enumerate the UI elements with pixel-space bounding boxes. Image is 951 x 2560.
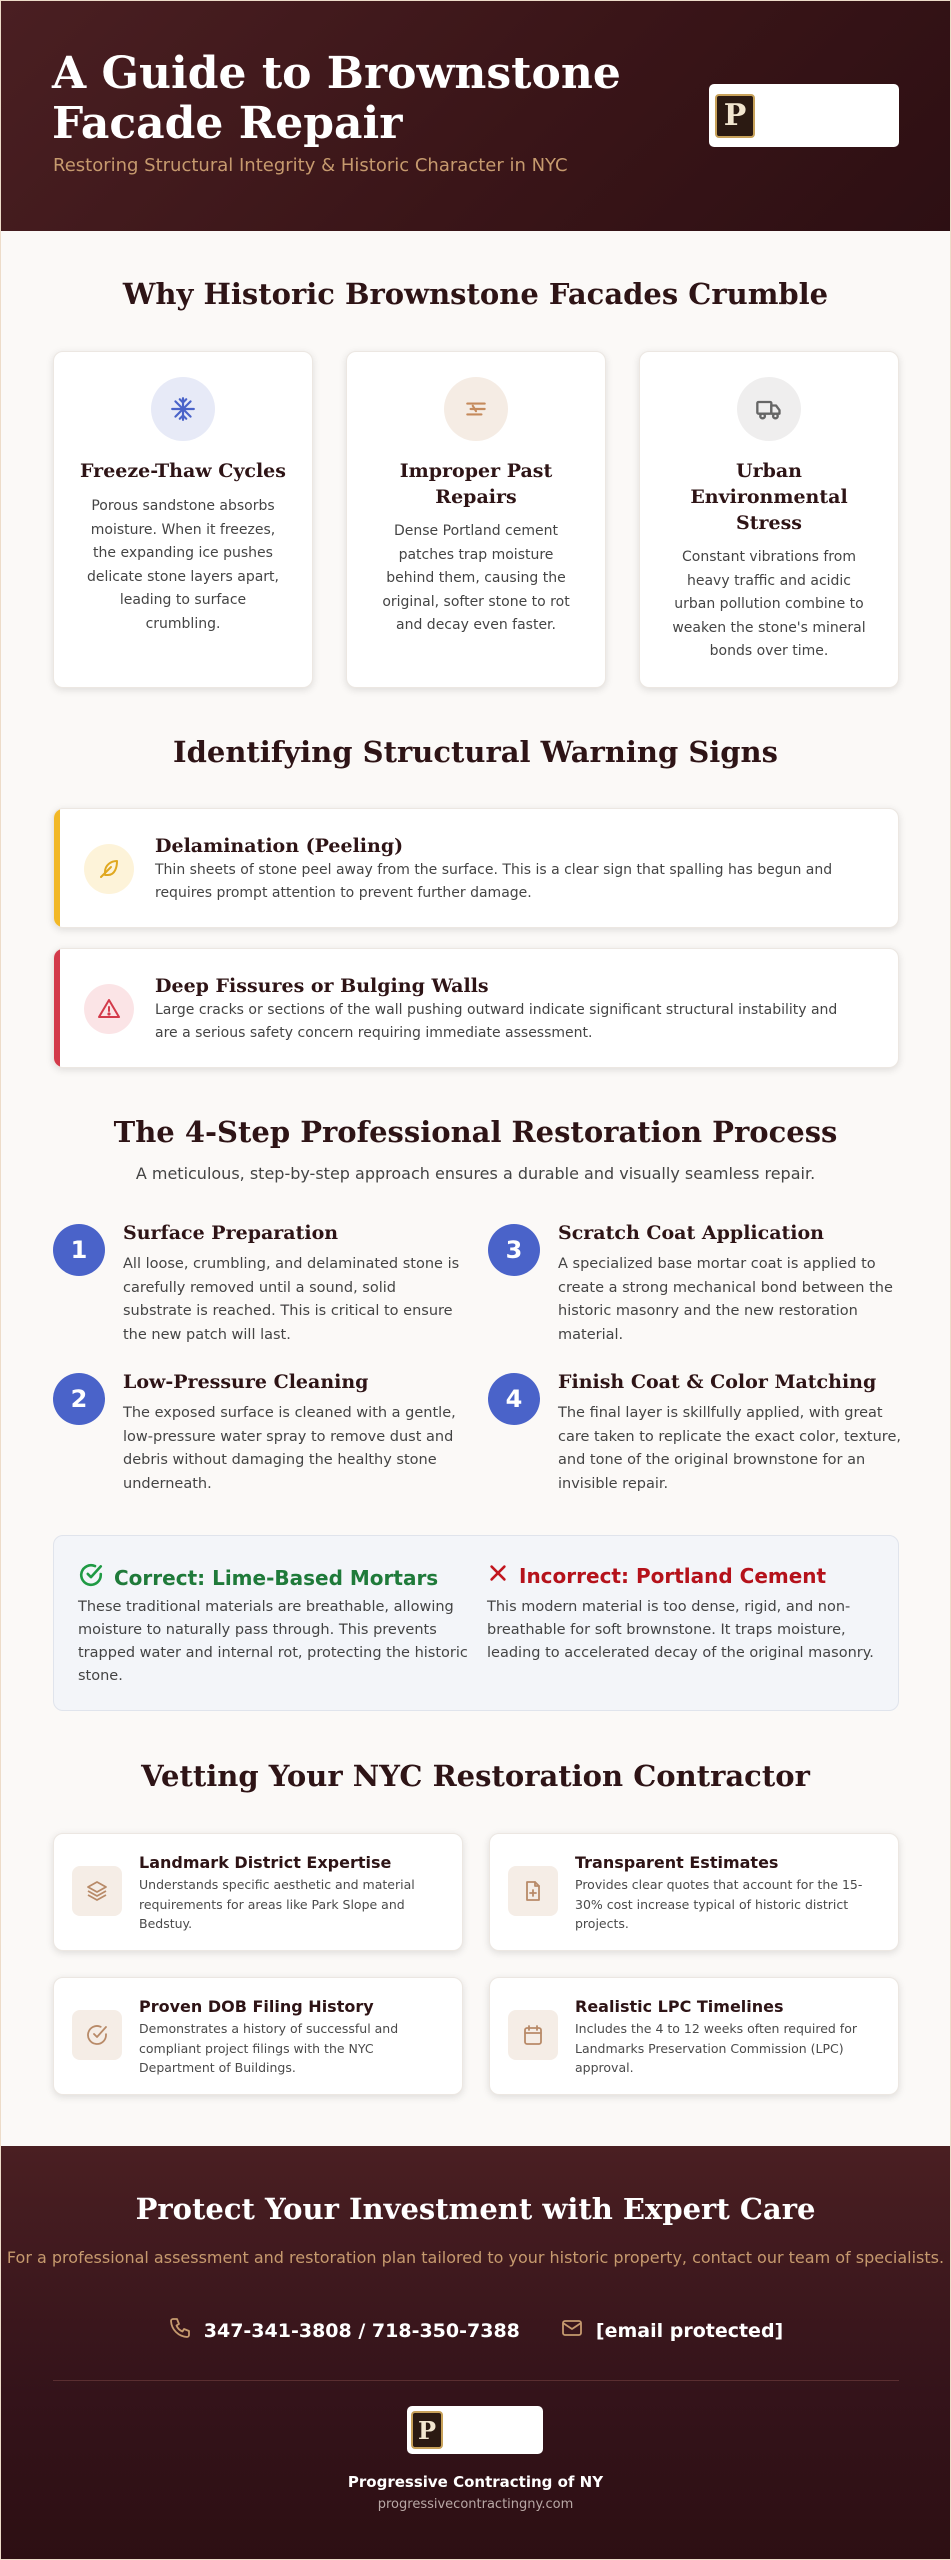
vetting-card: Realistic LPC Timelines Includes the 4 t… — [489, 1977, 899, 2095]
step-description: All loose, crumbling, and delaminated st… — [123, 1256, 460, 1343]
x-mark-icon — [487, 1562, 509, 1589]
process-intro: A meticulous, step-by-step approach ensu… — [135, 1164, 816, 1183]
page-title: A Guide to Brownstone Facade Repair — [52, 48, 621, 149]
company-name: Progressive Contracting of NY — [347, 2473, 604, 2491]
email-address: [email protected] — [595, 2319, 784, 2342]
step-number: 3 — [488, 1224, 540, 1276]
step-number: 2 — [53, 1373, 105, 1425]
company-website[interactable]: progressivecontractingny.com — [377, 2497, 574, 2512]
vetting-title: Proven DOB Filing History — [139, 1997, 374, 2016]
vetting-card: Landmark District Expertise Understands … — [53, 1833, 463, 1951]
warning-title: Delamination (Peeling) — [155, 835, 404, 857]
warning-description: Large cracks or sections of the wall pus… — [155, 1002, 838, 1041]
vetting-description: Includes the 4 to 12 weeks often require… — [575, 2021, 857, 2075]
company-logo[interactable]: P — [709, 84, 899, 147]
vetting-title: Transparent Estimates — [575, 1853, 779, 1872]
vetting-description: Provides clear quotes that account for t… — [575, 1877, 863, 1931]
mortar-comparison: Correct: Lime-Based Mortars These tradit… — [53, 1535, 899, 1711]
causes-section-title: Why Historic Brownstone Facades Crumble — [122, 277, 829, 311]
step-number: 1 — [53, 1224, 105, 1276]
phone-link[interactable]: 347-341-3808 / 718-350-7388 — [168, 2316, 520, 2345]
step-description: The exposed surface is cleaned with a ge… — [123, 1405, 456, 1492]
process-section-title: The 4-Step Professional Restoration Proc… — [113, 1115, 838, 1149]
warning-card: Delamination (Peeling) Thin sheets of st… — [53, 808, 899, 928]
check-circle-icon — [78, 1562, 104, 1593]
cause-description: Constant vibrations from heavy traffic a… — [672, 549, 866, 659]
phone-number: 347-341-3808 / 718-350-7388 — [203, 2319, 520, 2342]
warning-card: Deep Fissures or Bulging Walls Large cra… — [53, 948, 899, 1068]
vetting-title: Landmark District Expertise — [139, 1853, 392, 1872]
step-title: Surface Preparation — [123, 1222, 339, 1244]
step-title: Finish Coat & Color Matching — [558, 1371, 877, 1393]
step-description: A specialized base mortar coat is applie… — [558, 1256, 893, 1343]
layers-icon — [72, 1866, 122, 1916]
layers-bars-icon — [444, 377, 508, 441]
cause-card: Freeze-Thaw Cycles Porous sandstone abso… — [53, 351, 313, 688]
cause-title: Improper Past Repairs — [399, 460, 553, 508]
file-plus-icon — [508, 1866, 558, 1916]
step-title: Scratch Coat Application — [558, 1222, 824, 1244]
vetting-card: Proven DOB Filing History Demonstrates a… — [53, 1977, 463, 2095]
warning-title: Deep Fissures or Bulging Walls — [155, 975, 489, 997]
footer-divider — [53, 2380, 899, 2381]
warning-description: Thin sheets of stone peel away from the … — [155, 862, 833, 901]
footer-title: Protect Your Investment with Expert Care — [135, 2192, 816, 2226]
footer: Protect Your Investment with Expert Care… — [1, 2146, 950, 2559]
warning-triangle-icon — [84, 984, 134, 1034]
incorrect-heading: Incorrect: Portland Cement — [487, 1562, 826, 1589]
vetting-card: Transparent Estimates Provides clear quo… — [489, 1833, 899, 1951]
logo-mark: P — [715, 93, 755, 138]
mail-icon — [560, 2316, 584, 2345]
logo-mark: P — [411, 2411, 443, 2449]
step-number: 4 — [488, 1373, 540, 1425]
page-subtitle: Restoring Structural Integrity & Histori… — [53, 155, 568, 176]
cause-description: Porous sandstone absorbs moisture. When … — [86, 498, 279, 632]
correct-description: These traditional materials are breathab… — [78, 1599, 468, 1684]
cause-card: Urban Environmental Stress Constant vibr… — [639, 351, 899, 688]
warnings-section-title: Identifying Structural Warning Signs — [173, 735, 778, 769]
vetting-description: Demonstrates a history of successful and… — [139, 2021, 399, 2075]
vetting-description: Understands specific aesthetic and mater… — [139, 1877, 415, 1931]
cause-card: Improper Past Repairs Dense Portland cem… — [346, 351, 606, 688]
warning-accent-bar — [54, 949, 60, 1067]
step-description: The final layer is skillfully applied, w… — [558, 1405, 901, 1492]
cause-title: Urban Environmental Stress — [690, 460, 848, 534]
correct-heading: Correct: Lime-Based Mortars — [78, 1562, 438, 1593]
phone-icon — [168, 2316, 192, 2345]
header: A Guide to Brownstone Facade Repair Rest… — [1, 1, 950, 231]
footer-logo[interactable]: P — [407, 2406, 543, 2454]
cause-title: Freeze-Thaw Cycles — [80, 460, 286, 482]
incorrect-description: This modern material is too dense, rigid… — [487, 1599, 874, 1661]
truck-icon — [737, 377, 801, 441]
vetting-section-title: Vetting Your NYC Restoration Contractor — [141, 1759, 810, 1793]
step-title: Low-Pressure Cleaning — [123, 1371, 369, 1393]
vetting-title: Realistic LPC Timelines — [575, 1997, 784, 2016]
calendar-icon — [508, 2010, 558, 2060]
feather-icon — [84, 844, 134, 894]
footer-subtitle: For a professional assessment and restor… — [6, 2248, 945, 2267]
cause-description: Dense Portland cement patches trap moist… — [382, 523, 570, 633]
email-link[interactable]: [email protected] — [560, 2316, 783, 2345]
check-circle-icon — [72, 2010, 122, 2060]
contact-row: 347-341-3808 / 718-350-7388 [email prote… — [1, 2316, 950, 2345]
snowflake-icon — [151, 377, 215, 441]
warning-accent-bar — [54, 809, 60, 927]
